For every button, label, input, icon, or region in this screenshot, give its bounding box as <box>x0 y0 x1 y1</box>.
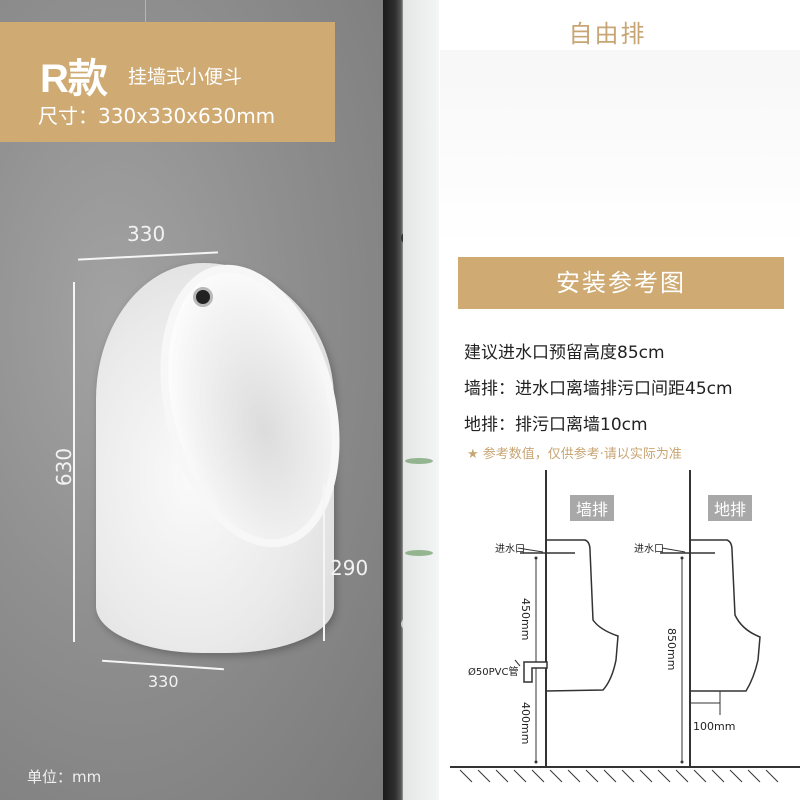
plant-leaf <box>405 550 433 556</box>
spec-line: 墙排：进水口离墙排污口间距45cm <box>464 379 733 399</box>
wall-lower-dim: 400mm <box>519 702 532 745</box>
dim-lower-height: 290 <box>330 556 369 580</box>
dim-line-height <box>73 282 75 642</box>
reference-note: ★ 参考数值，仅供参考·请以实际为准 <box>467 447 682 462</box>
product-type: 挂墙式小便斗 <box>128 66 243 88</box>
diagram-lines <box>450 470 800 783</box>
wall-drain-tag: 墙排 <box>570 495 615 521</box>
product-size: 尺寸：330x330x630mm <box>38 104 276 128</box>
install-banner: 安装参考图 <box>458 257 784 309</box>
dim-height: 630 <box>52 447 77 487</box>
install-diagram: 墙排 进水口 450mm Ø50PVC管 400mm 地排 进水口 850mm … <box>450 470 800 800</box>
dim-top-width: 330 <box>127 222 166 246</box>
black-frame-divider <box>383 0 403 800</box>
dim-line-lower <box>323 483 325 641</box>
floor-drain-tag: 地排 <box>708 495 753 521</box>
floor-offset-dim: 100mm <box>693 720 736 733</box>
unit-label: 单位：mm <box>27 768 102 786</box>
title-banner: R款 挂墙式小便斗 尺寸：330x330x630mm <box>0 22 335 142</box>
spec-line: 建议进水口预留高度85cm <box>464 343 665 363</box>
wall-inlet-label: 进水口 <box>495 544 525 555</box>
floor-inlet-label: 进水口 <box>634 544 664 555</box>
dim-bottom-width: 330 <box>148 672 179 691</box>
model-name: R款 <box>40 57 108 101</box>
drain-title: 自由排 <box>568 20 647 48</box>
top-image-strip <box>440 50 800 245</box>
flush-sensor-icon <box>193 287 213 307</box>
plant-leaf <box>405 458 433 464</box>
wall-upper-dim: 450mm <box>519 598 532 641</box>
floor-height-dim: 850mm <box>665 628 678 671</box>
spec-line: 地排：排污口离墙10cm <box>464 415 648 435</box>
pvc-pipe-label: Ø50PVC管 <box>468 667 519 678</box>
glass-panel <box>403 0 439 800</box>
